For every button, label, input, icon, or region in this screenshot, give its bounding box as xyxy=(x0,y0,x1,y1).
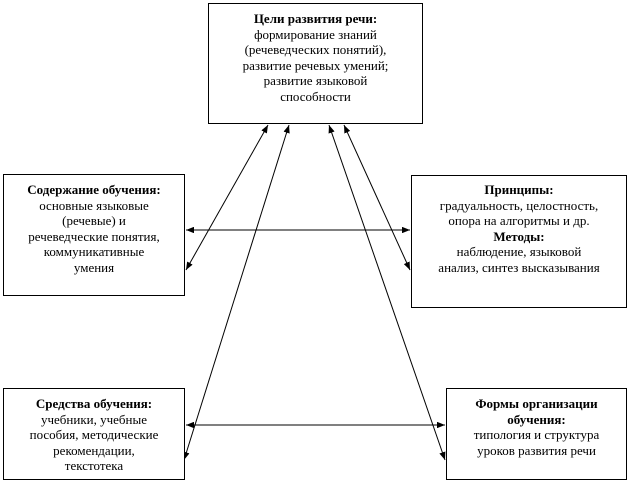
means-box: Средства обучения: учебники, учебные пос… xyxy=(3,388,185,480)
content-line: основные языковые xyxy=(39,197,149,213)
content-line: речеведческие понятия, xyxy=(28,228,160,244)
arrow-goals-forms xyxy=(328,124,446,461)
goals-line: развитие речевых умений; xyxy=(242,57,389,73)
methods-line: наблюдение, языковой xyxy=(456,244,582,260)
principles-line: градуальность, целостность, xyxy=(439,197,599,213)
forms-title: Формы организации xyxy=(475,396,598,411)
principles-title: Принципы: xyxy=(484,182,554,197)
arrow-goals-content xyxy=(185,124,269,271)
content-line: (речевые) и xyxy=(62,213,126,229)
content-title: Содержание обучения: xyxy=(27,182,161,197)
means-line: рекомендации, xyxy=(53,442,135,458)
forms-title: обучения: xyxy=(507,411,566,427)
means-line: текстотека xyxy=(64,458,124,474)
arrow-goals-means xyxy=(183,124,290,461)
means-title: Средства обучения: xyxy=(35,396,153,411)
forms-box: Формы организации обучения: типология и … xyxy=(446,388,627,480)
forms-line: уроков развития речи xyxy=(477,442,596,458)
forms-line: типология и структура xyxy=(473,427,600,443)
goals-title: Цели развития речи: xyxy=(253,11,378,26)
goals-line: развитие языковой xyxy=(263,73,368,89)
goals-line: формирование знаний xyxy=(254,26,377,42)
methods-line: анализ, синтез высказывания xyxy=(438,259,600,275)
goals-line: способности xyxy=(280,88,351,104)
principles-box: Принципы: градуальность, целостность, оп… xyxy=(411,175,627,308)
means-line: пособия, методические xyxy=(29,427,159,443)
content-line: умения xyxy=(73,259,115,275)
content-line: коммуникативные xyxy=(43,244,145,260)
means-line: учебники, учебные xyxy=(41,411,147,427)
goals-line: (речеведческих понятий), xyxy=(244,42,387,58)
principles-line: опора на алгоритмы и др. xyxy=(448,213,590,229)
goals-box: Цели развития речи: формирование знаний … xyxy=(208,3,423,124)
content-box: Содержание обучения: основные языковые (… xyxy=(3,174,185,296)
methods-title: Методы: xyxy=(493,228,545,244)
